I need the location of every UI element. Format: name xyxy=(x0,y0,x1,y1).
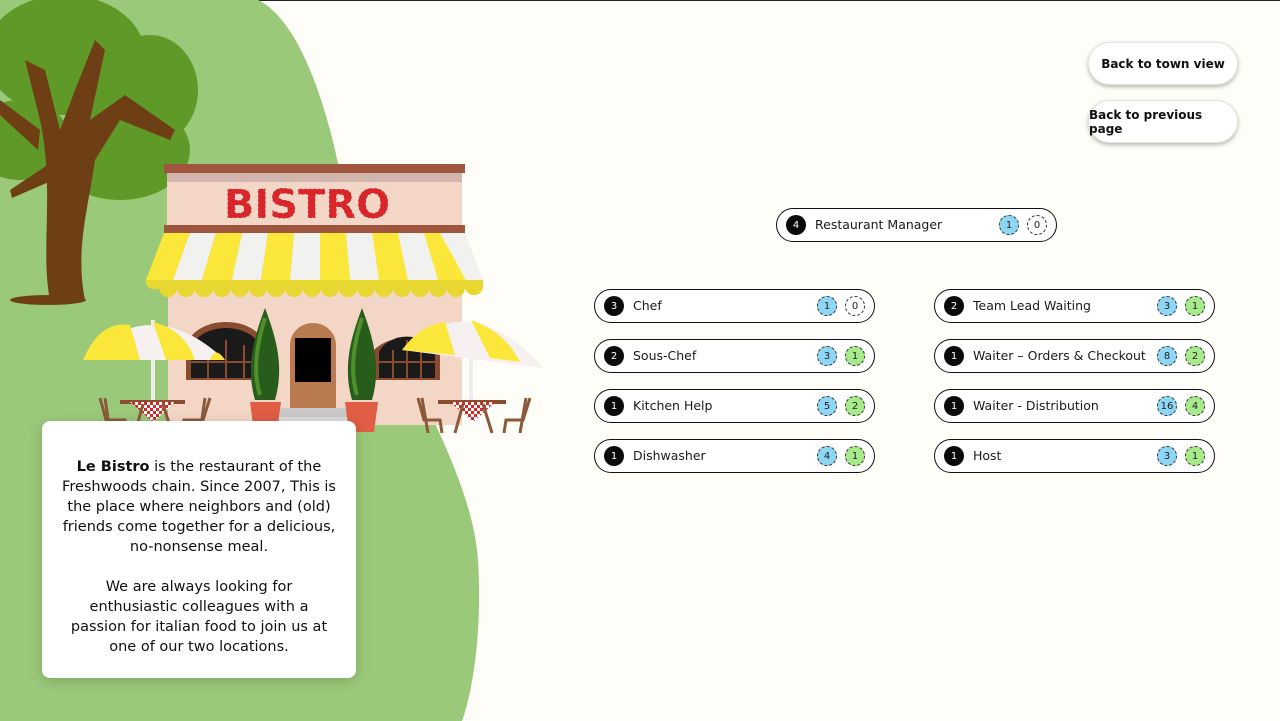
sign-text: BISTRO xyxy=(224,182,390,228)
tree-icon xyxy=(0,0,198,305)
role-level-badge: 2 xyxy=(944,296,964,316)
role-name: Chef xyxy=(633,298,662,313)
bistro-building: BISTRO xyxy=(146,164,484,438)
open-positions-badge: 1 xyxy=(999,215,1019,235)
role-level-badge: 1 xyxy=(944,346,964,366)
role-level-badge: 4 xyxy=(786,215,806,235)
filled-positions-badge: 0 xyxy=(1027,215,1047,235)
role-name: Host xyxy=(973,448,1002,463)
filled-positions-badge: 1 xyxy=(845,346,865,366)
role-kitchen-help[interactable]: 1 Kitchen Help 5 2 xyxy=(594,389,875,423)
restaurant-info-card: Le Bistro is the restaurant of the Fresh… xyxy=(42,421,356,678)
info-paragraph-1-text: is the restaurant of the Freshwoods chai… xyxy=(62,459,336,555)
role-chef[interactable]: 3 Chef 1 0 xyxy=(594,289,875,323)
role-level-badge: 2 xyxy=(604,346,624,366)
role-level-badge: 1 xyxy=(944,446,964,466)
parasol-left-icon xyxy=(83,320,225,434)
open-positions-badge: 5 xyxy=(817,396,837,416)
open-positions-badge: 1 xyxy=(817,296,837,316)
role-waiter-distribution[interactable]: 1 Waiter - Distribution 16 4 xyxy=(934,389,1215,423)
role-name: Waiter – Orders & Checkout xyxy=(973,348,1146,363)
role-name: Kitchen Help xyxy=(633,398,713,413)
role-level-badge: 1 xyxy=(604,446,624,466)
role-name: Dishwasher xyxy=(633,448,706,463)
restaurant-name: Le Bistro xyxy=(76,459,150,475)
role-level-badge: 1 xyxy=(604,396,624,416)
parasol-right-icon xyxy=(402,320,543,434)
role-level-badge: 3 xyxy=(604,296,624,316)
role-level-badge: 1 xyxy=(944,396,964,416)
role-name: Sous-Chef xyxy=(633,348,697,363)
role-name: Team Lead Waiting xyxy=(973,298,1091,313)
open-positions-badge: 3 xyxy=(1157,446,1177,466)
top-border xyxy=(0,0,1280,1)
open-positions-badge: 4 xyxy=(817,446,837,466)
filled-positions-badge: 4 xyxy=(1185,396,1205,416)
open-positions-badge: 16 xyxy=(1157,396,1177,416)
filled-positions-badge: 0 xyxy=(845,296,865,316)
info-paragraph-2: We are always looking for enthusiastic c… xyxy=(70,579,328,655)
role-restaurant-manager[interactable]: 4 Restaurant Manager 1 0 xyxy=(776,208,1057,242)
role-dishwasher[interactable]: 1 Dishwasher 4 1 xyxy=(594,439,875,473)
open-positions-badge: 8 xyxy=(1157,346,1177,366)
back-to-previous-button[interactable]: Back to previous page xyxy=(1088,100,1238,143)
role-team-lead-waiting[interactable]: 2 Team Lead Waiting 3 1 xyxy=(934,289,1215,323)
role-host[interactable]: 1 Host 3 1 xyxy=(934,439,1215,473)
open-positions-badge: 3 xyxy=(1157,296,1177,316)
role-sous-chef[interactable]: 2 Sous-Chef 3 1 xyxy=(594,339,875,373)
open-positions-badge: 3 xyxy=(817,346,837,366)
info-paragraph-1: Le Bistro is the restaurant of the Fresh… xyxy=(62,457,336,557)
back-to-town-button[interactable]: Back to town view xyxy=(1088,42,1238,85)
filled-positions-badge: 1 xyxy=(1185,446,1205,466)
filled-positions-badge: 2 xyxy=(1185,346,1205,366)
role-name: Waiter - Distribution xyxy=(973,398,1099,413)
filled-positions-badge: 2 xyxy=(845,396,865,416)
role-name: Restaurant Manager xyxy=(815,217,943,232)
filled-positions-badge: 1 xyxy=(1185,296,1205,316)
role-waiter-orders-checkout[interactable]: 1 Waiter – Orders & Checkout 8 2 xyxy=(934,339,1215,373)
filled-positions-badge: 1 xyxy=(845,446,865,466)
